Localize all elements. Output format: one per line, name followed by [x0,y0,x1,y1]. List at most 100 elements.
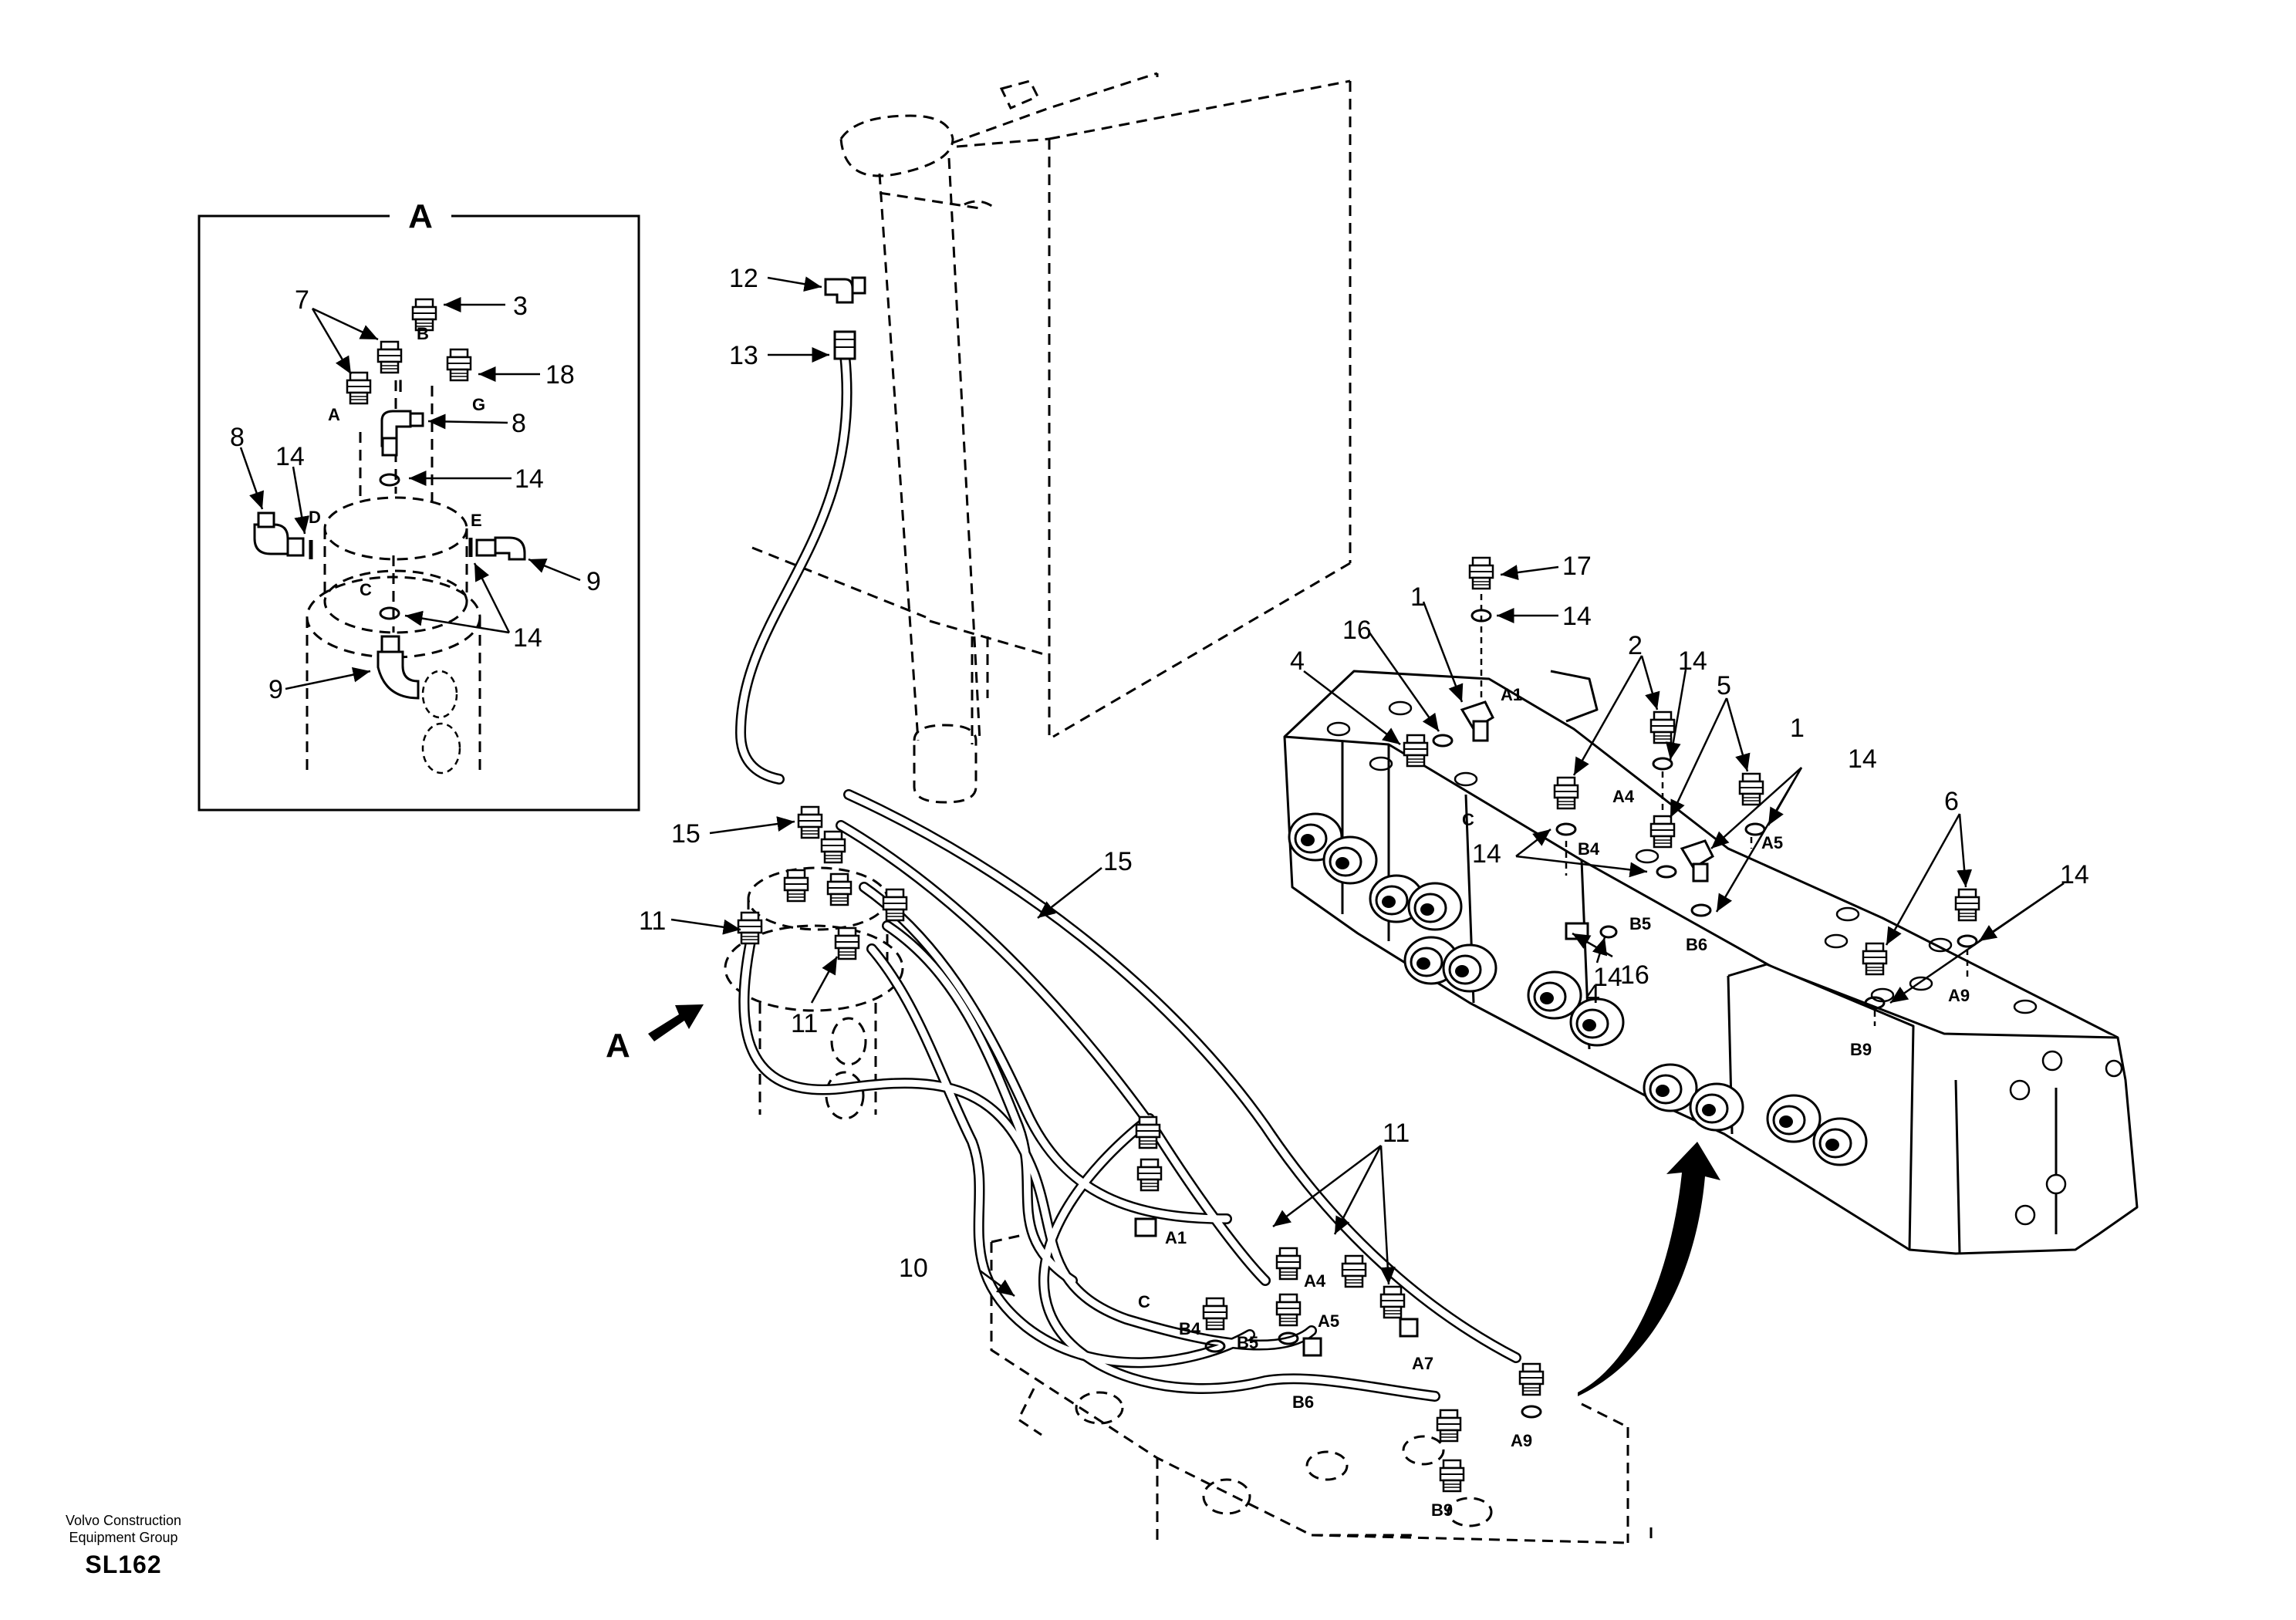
view-arrow-a: A [606,1004,704,1065]
o-ring-a9 [1521,1405,1542,1419]
callout-14-left: 14 [1472,839,1501,869]
port-label-d: D [309,508,321,527]
port-label-c: C [360,580,372,599]
main-port-b4: B4 [1179,1319,1201,1338]
detail-callouts: 7 3 18 8 14 8 14 9 14 9 [230,285,601,704]
boom-frame-outline [751,72,1352,804]
fitting-swivel-left [783,869,809,903]
fitting-port-g [446,348,472,382]
callout-14-top: 14 [515,464,544,494]
o-ring-c [379,606,400,620]
valve-fitting-2-right [1649,710,1676,744]
elbow-fitting-e [475,536,526,561]
callout-11-center: 11 [791,1009,818,1038]
main-port-a7: A7 [1412,1354,1433,1373]
main-port-a5: A5 [1318,1311,1339,1331]
callout-5: 5 [1717,671,1731,700]
main-port-c: C [1138,1292,1150,1311]
main-port-b6: B6 [1292,1392,1314,1412]
fitting-b4 [1202,1297,1228,1331]
fitting-port-a [346,371,372,405]
valve-fitting-2-left [1553,776,1579,810]
valve-port-a9: A9 [1948,986,1970,1005]
fitting-11-right [834,926,860,960]
valve-fitting-4-top [1403,734,1429,768]
callout-9-bottom: 9 [268,675,283,704]
valve-fitting-5-left [1649,815,1676,849]
callout-3: 3 [513,292,528,321]
valve-fitting-6-left [1862,942,1888,976]
callout-16-top: 16 [1342,616,1372,645]
callout-9-right: 9 [586,567,601,596]
main-port-a9: A9 [1511,1431,1532,1450]
callout-14-2: 14 [1678,646,1707,676]
valve-port-a5: A5 [1761,833,1783,852]
callout-16-bottom: 16 [1620,960,1649,990]
callout-11-group: 11 [1383,1119,1410,1148]
callout-14-bottom: 14 [513,623,542,653]
main-port-a4: A4 [1304,1271,1326,1291]
valve-port-b4: B4 [1578,839,1600,859]
solenoid-2 [1322,835,1378,885]
main-callouts: 12 13 15 15 11 11 11 10 [639,264,1410,1283]
solenoid-4 [1407,882,1463,931]
detail-swivel-body [306,363,481,771]
drawing-code: SL162 [85,1551,162,1578]
fitting-a5-hose [1379,1285,1406,1319]
valve-holes [1326,700,2038,1014]
callout-14-bottom: 14 [1593,963,1622,992]
valve-port-labels: A1 C A4 B4 A5 B5 B6 A9 B9 [1462,685,1970,1059]
callout-8-top: 8 [512,409,526,438]
callout-13: 13 [729,341,758,370]
fitting-a9 [1518,1362,1545,1396]
solenoid-12 [1812,1117,1868,1166]
callout-6: 6 [1944,787,1959,816]
fitting-a1 [1135,1115,1161,1149]
end-plate-bolts [2009,1050,2123,1226]
elbow-fitting-bottom [376,635,420,700]
callout-18: 18 [545,360,575,390]
fitting-b9-hose [1436,1409,1462,1443]
callout-14-6: 14 [2060,860,2089,889]
fitting-a1-lower [1136,1158,1163,1192]
fitting-b9 [1439,1459,1465,1493]
main-view: A1 C A4 B4 B5 A5 B6 A7 A9 B9 12 [606,72,1720,1544]
valve-block [1283,670,2139,1255]
company-line-2: Equipment Group [69,1530,178,1545]
fitting-15-top [797,805,823,839]
callout-12: 12 [729,264,758,293]
main-port-labels: A1 C A4 B4 B5 A5 B6 A7 A9 B9 [1138,1228,1532,1520]
callout-14-left: 14 [275,442,305,471]
port-label-a: A [328,405,340,424]
fitting-swivel-right [882,888,908,922]
valve-fitting-5-right [1738,772,1764,806]
elbow-fitting-d [253,511,305,557]
port-label-b: B [417,324,429,343]
fitting-a5 [1341,1254,1367,1288]
callout-14-17: 14 [1562,602,1592,631]
valve-port-a4: A4 [1612,787,1635,806]
view-arrow-label: A [606,1027,630,1065]
main-port-b5: B5 [1237,1333,1258,1352]
footer-credit: Volvo Construction Equipment Group SL162 [31,1512,216,1579]
hose-end-13 [833,330,856,360]
valve-port-c: C [1462,810,1474,829]
fitting-b5 [1275,1293,1302,1327]
callout-2: 2 [1628,631,1643,660]
main-fittings [737,276,1545,1493]
solenoid-9 [1643,1063,1698,1112]
callout-4-top: 4 [1290,646,1305,676]
callout-17: 17 [1562,552,1592,581]
port-label-g: G [472,395,485,414]
callout-7: 7 [295,285,309,315]
valve-port-a1: A1 [1501,685,1522,704]
solenoid-10 [1689,1082,1744,1132]
valve-fitting-17 [1468,556,1494,590]
valve-port-b5: B5 [1629,914,1651,933]
detail-view-title: A [408,197,433,235]
valve-fitting-6-right [1954,888,1980,922]
port-label-i: I [398,376,403,396]
fitting-swivel-top [820,830,846,864]
callout-4-bottom: 4 [1585,980,1600,1009]
